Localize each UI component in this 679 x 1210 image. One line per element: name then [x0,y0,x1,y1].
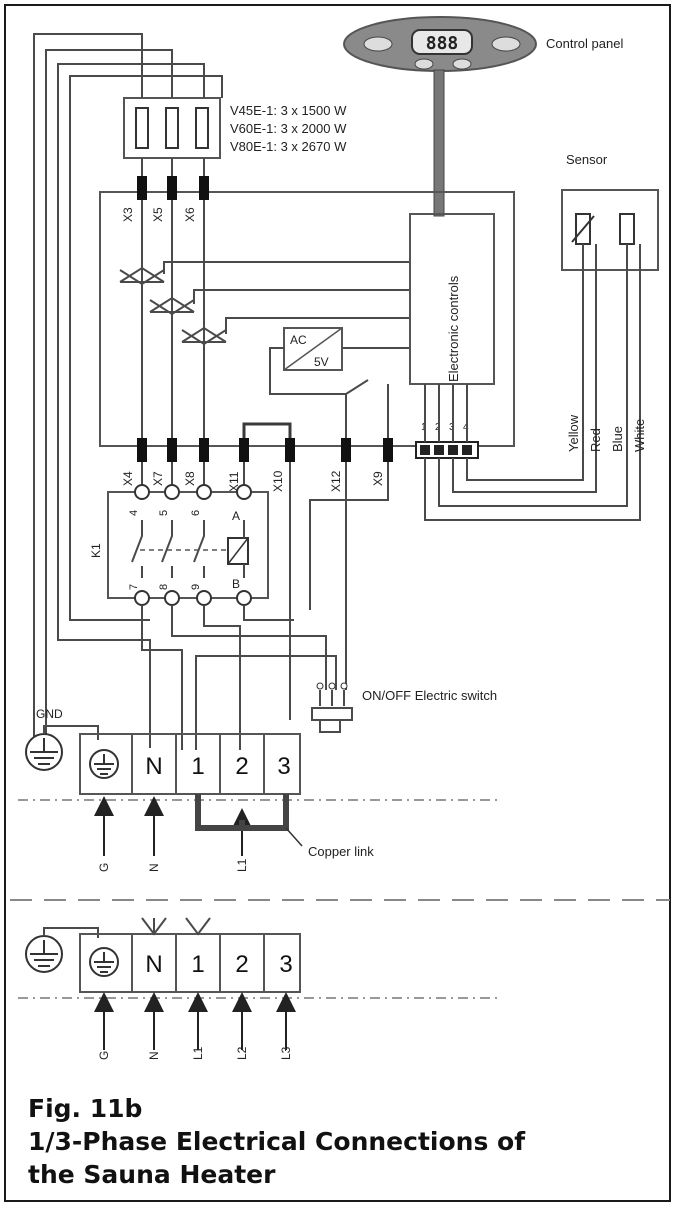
heating-elements: V45E-1: 3 x 1500 W V60E-1: 3 x 2000 W V8… [123,97,347,159]
tb1-feed-l1: L1 [235,858,249,872]
caption-line-2: the Sauna Heater [28,1160,276,1189]
tb1-feed-g: G [97,863,111,872]
supply-ac: AC [290,333,307,347]
wire-white: White [632,419,647,452]
contactor-name: K1 [89,543,103,558]
caption-line-1: 1/3-Phase Electrical Connections of [28,1127,526,1156]
power-supply: AC 5V [269,327,410,395]
connector-x9: X9 [371,471,385,486]
connector-x10: X10 [271,470,285,492]
control-panel: 888 Control panel [343,16,623,217]
wire-yellow: Yellow [566,414,581,452]
tb2-feed-l3: L3 [279,1046,293,1060]
figure-caption: Fig. 11b 1/3-Phase Electrical Connection… [28,1092,525,1191]
wire-blue: Blue [610,426,625,452]
diagram-frame [4,4,671,1202]
control-panel-display: 888 [426,33,459,54]
sensor-title: Sensor [566,152,608,167]
contactor-pin-5: 5 [158,510,170,516]
tb1-feed-n: N [147,863,161,872]
outer-wires [33,33,223,750]
tb2-n: N [145,951,162,978]
tb2-2: 2 [235,951,248,978]
contactor-pin-4: 4 [128,510,140,516]
contactor-k1: K1 4 5 6 A 7 8 9 B [89,484,269,606]
tb1-3: 3 [277,753,290,780]
connector-x4: X4 [121,471,135,486]
wire-red: Red [588,428,603,452]
tb2-feed-l1: L1 [191,1046,205,1060]
contactor-pin-9: 9 [190,584,202,590]
tb2-feed-n: N [147,1051,161,1060]
sensor: Sensor Yellow Red Blue White [424,152,659,521]
rating-v45: V45E-1: 3 x 1500 W [230,103,347,118]
tb2-feed-l2: L2 [235,1046,249,1060]
rating-v60: V60E-1: 3 x 2000 W [230,121,347,136]
connector-x11: X11 [227,471,241,492]
sensor-terminal-block: 1 2 3 4 [415,384,479,459]
on-off-switch: ON/OFF Electric switch [311,682,497,733]
connector-x6: X6 [183,207,197,222]
tb2-3: 3 [279,951,292,978]
terminal-block-2: N 1 2 3 G N L1 L2 L3 [18,917,500,1060]
contactor-pin-8: 8 [158,584,170,590]
connector-x7: X7 [151,471,165,486]
connectors-bottom: X4 X7 X8 X11 X10 X12 X9 [121,438,393,492]
contactor-pin-b: B [232,577,240,591]
electronic-controls: Electronic controls [345,213,495,450]
copper-link-label: Copper link [308,844,374,859]
tb2-feed-g: G [97,1051,111,1060]
switch-label: ON/OFF Electric switch [362,688,497,703]
connectors-top: X3 X5 X6 [121,176,209,222]
control-panel-title: Control panel [546,36,623,51]
contactor-pin-a: A [232,509,240,523]
connector-x5: X5 [151,207,165,222]
tb1-2: 2 [235,753,248,780]
supply-dc: 5V [314,355,329,369]
tb1-n: N [145,753,162,780]
connector-x12: X12 [329,470,343,492]
connector-x8: X8 [183,471,197,486]
tb1-1: 1 [191,753,204,780]
triacs [119,261,410,346]
caption-figure: Fig. 11b [28,1094,143,1123]
contactor-pin-7: 7 [128,584,140,590]
gnd-label: GND [36,707,63,721]
control-board [99,191,515,447]
electronic-controls-label: Electronic controls [446,275,461,382]
connector-x3: X3 [121,207,135,222]
contactor-pin-6: 6 [190,510,202,516]
terminal-block-1: GND N 1 2 3 G N L1 Copper link [18,707,500,872]
tb2-1: 1 [191,951,204,978]
rating-v80: V80E-1: 3 x 2670 W [230,139,347,154]
